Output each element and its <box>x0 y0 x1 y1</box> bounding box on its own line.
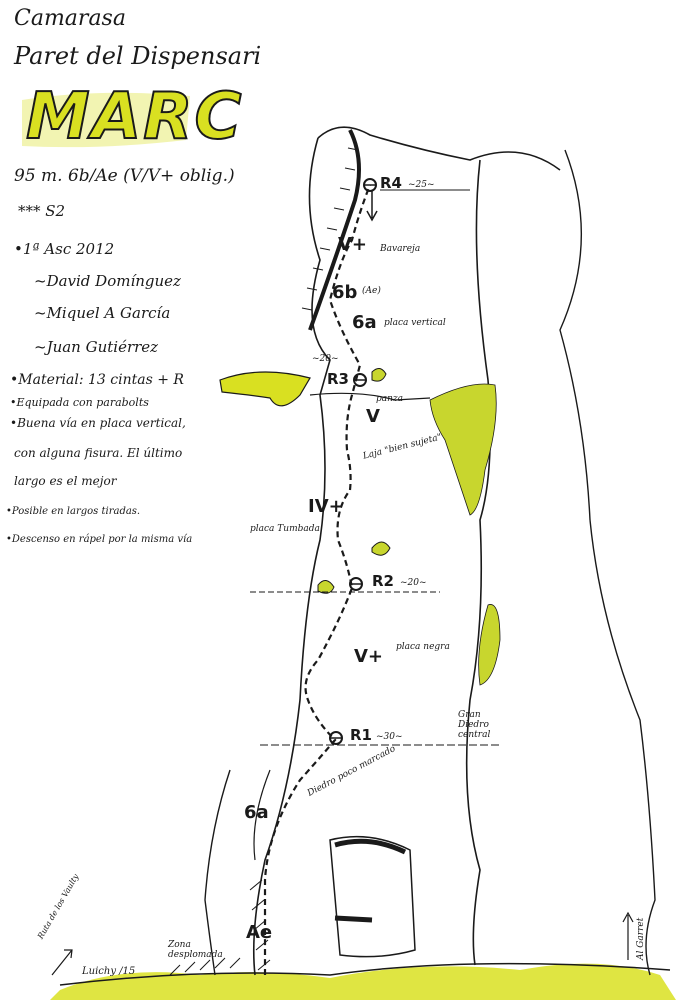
title-highlight <box>22 92 190 148</box>
pillar-left-edge <box>252 137 331 976</box>
cave <box>329 835 416 958</box>
far-right-edge <box>589 519 656 976</box>
note-placa-vertical: placa vertical <box>384 318 446 328</box>
lower-dihedral-hatch <box>249 879 271 971</box>
bush-r2 <box>317 580 335 594</box>
grade-v-plus-mid: V+ <box>354 646 384 667</box>
signature: Luichy /15 <box>82 966 136 977</box>
note-pitches: •Posible en largos tiradas. <box>6 506 141 517</box>
bush-r3 <box>371 368 387 382</box>
rating: *** S2 <box>18 202 66 220</box>
belay-r4-length: ~25~ <box>408 180 435 190</box>
ground-line <box>59 962 671 986</box>
grade-line: 95 m. 6b/Ae (V/V+ oblig.) <box>14 166 235 186</box>
note-placa-tumbada: placa Tumbada <box>250 524 320 534</box>
bush-mid <box>371 541 391 556</box>
pillar-right-edge <box>465 159 492 966</box>
note-description-2: con alguna fisura. El último <box>14 446 183 460</box>
lower-left-rock-2 <box>253 769 271 861</box>
pillar-inner-crack <box>559 149 591 521</box>
location: Camarasa <box>14 6 126 31</box>
note-description-1: •Buena vía en placa vertical, <box>10 416 186 430</box>
note-description-3: largo es el mejor <box>14 474 117 488</box>
climber-1: ~David Domínguez <box>34 272 181 290</box>
right-vegetation-upper <box>429 383 497 516</box>
grade-6a-upper: 6a <box>352 312 377 333</box>
grade-6b: 6b <box>332 282 358 303</box>
r4-arrow <box>366 190 378 222</box>
ground-vegetation <box>50 963 676 1000</box>
belay-r1-length: ~30~ <box>376 732 403 742</box>
grade-v-plus-top: V+ <box>338 234 368 255</box>
zone-hatch <box>169 957 241 976</box>
ledge-r3 <box>309 392 431 401</box>
chimney <box>308 129 361 331</box>
belay-r3-label: R3 <box>327 370 349 388</box>
note-zona-desplomada: Zona desplomada <box>168 940 223 960</box>
note-equipment: •Equipada con parabolts <box>10 396 149 409</box>
route-name: MARC <box>25 79 244 155</box>
note-gran-diedro: Gran Diedro central <box>458 710 491 740</box>
left-ledge <box>219 371 311 407</box>
belay-r3-length: ~20~ <box>312 354 339 364</box>
grade-6a-lower: 6a <box>244 802 269 823</box>
belay-r2-length: ~20~ <box>400 578 427 588</box>
note-al-garret: Al Garret <box>636 917 646 960</box>
route-line <box>263 184 372 976</box>
note-material: •Material: 13 cintas + R <box>10 372 184 388</box>
climber-3: ~Juan Gutiérrez <box>34 338 159 356</box>
note-placa-negra: placa negra <box>396 642 450 652</box>
wall-name: Paret del Dispensari <box>14 42 262 70</box>
cave-roof <box>334 838 407 855</box>
grade-v-r3: V <box>366 406 380 427</box>
belay-r2-label: R2 <box>372 572 394 590</box>
first-ascent: •1ª Asc 2012 <box>14 240 115 258</box>
right-vegetation-lower <box>478 604 501 686</box>
belay-r4-label: R4 <box>380 174 402 192</box>
grade-iv-plus: IV+ <box>308 496 344 517</box>
pillar-top <box>317 126 561 171</box>
note-bavareja: Bavareja <box>380 244 421 254</box>
lower-left-rock <box>204 769 231 976</box>
chimney-hatch <box>301 147 359 311</box>
note-descent: •Descenso en rápel por la misma vía <box>6 534 193 545</box>
right-descent-arrow <box>622 911 634 960</box>
grade-ae: Ae <box>246 922 273 943</box>
note-6b: (Ae) <box>362 286 381 296</box>
left-approach-arrow <box>51 949 73 976</box>
climber-2: ~Miquel A García <box>34 304 171 322</box>
belay-r1-label: R1 <box>350 726 372 744</box>
note-panza: panza <box>376 394 404 404</box>
cave-ledge <box>334 915 373 923</box>
